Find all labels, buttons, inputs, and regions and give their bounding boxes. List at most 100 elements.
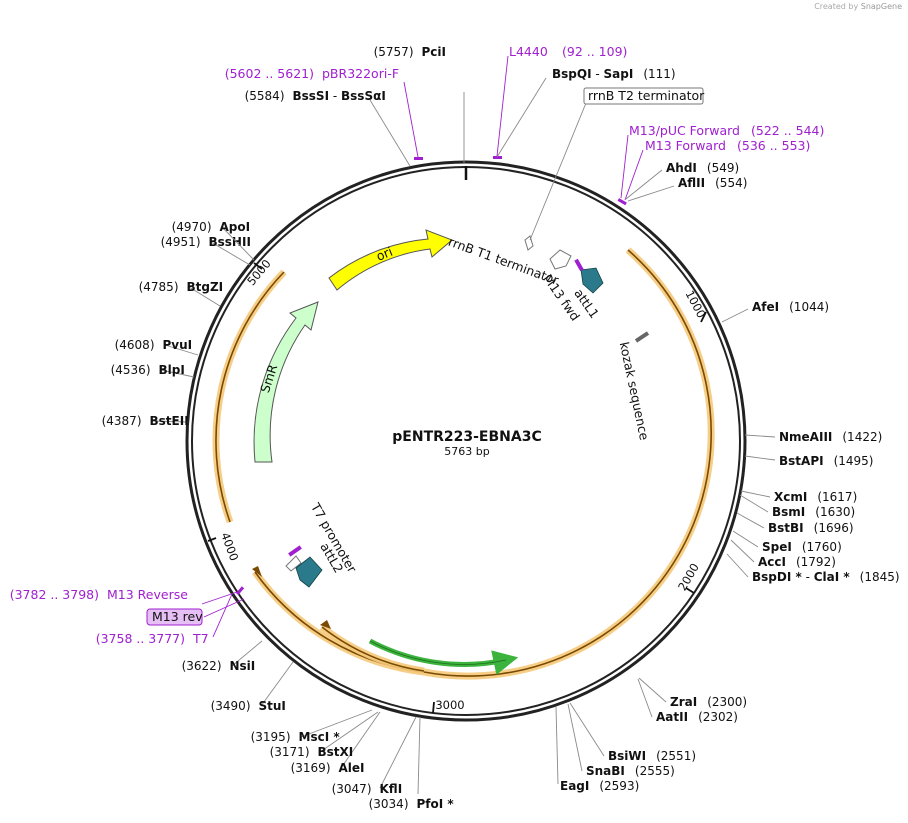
primer-m13-puc-forward[interactable]: M13/pUC Forward (522 .. 544) xyxy=(617,123,825,206)
svg-text:(92 .. 109): (92 .. 109) xyxy=(562,44,627,59)
site-label: (3195)MscI * xyxy=(251,730,341,744)
primer-m13-forward[interactable]: M13 Forward (536 .. 553) xyxy=(624,138,810,201)
site-label: AatII(2302) xyxy=(656,710,738,724)
site-bsiwi[interactable]: BsiWI(2551) xyxy=(569,702,696,763)
site-label: (4951)BssHII xyxy=(161,235,251,249)
site-label: BstAPI(1495) xyxy=(779,454,873,468)
site-label: BspQI - SapI(111) xyxy=(552,67,676,81)
backbone-outer xyxy=(185,160,747,722)
svg-text:(3758 .. 3777): (3758 .. 3777) xyxy=(96,631,185,646)
tick-label-3000: 3000 xyxy=(435,698,464,712)
site-label: XcmI(1617) xyxy=(774,490,857,504)
site-label: BsiWI(2551) xyxy=(608,749,696,763)
svg-text:M13 Reverse: M13 Reverse xyxy=(107,587,188,602)
primer-pbr322ori-f[interactable]: (5602 .. 5621) pBR322ori-F xyxy=(225,66,423,160)
svg-text:L4440: L4440 xyxy=(509,44,548,59)
rrnb-t1-terminator xyxy=(549,249,572,270)
orf-arc-inner xyxy=(319,624,425,675)
site-kfli[interactable]: (3047)KflI xyxy=(332,716,417,796)
orf-arrowhead-inner xyxy=(320,620,331,629)
site-label: AflII(554) xyxy=(678,176,747,190)
site-apoi[interactable]: (4970)ApoI xyxy=(172,220,255,261)
t7-primer-mark xyxy=(288,545,302,557)
site-xcmi[interactable]: XcmI(1617) xyxy=(740,490,857,504)
site-pfoi[interactable]: (3034)PfoI * xyxy=(369,716,455,811)
site-bspdi[interactable]: BspDI * - ClaI *(1845) xyxy=(726,553,900,584)
primer-m13-rev-box[interactable]: M13 rev xyxy=(146,598,245,626)
tick-label-1000: 1000 xyxy=(682,288,708,320)
feature-label-ori: ori xyxy=(374,244,395,264)
site-acci[interactable]: AccI(1792) xyxy=(730,539,836,569)
site-label: SpeI(1760) xyxy=(762,540,842,554)
site-snabi[interactable]: SnaBI(2555) xyxy=(567,703,675,778)
site-bsteii[interactable]: (4387)BstEII xyxy=(102,414,189,428)
site-aatii[interactable]: AatII(2302) xyxy=(637,678,738,724)
plasmid-length: 5763 bp xyxy=(444,445,489,458)
site-label: NmeAIII(1422) xyxy=(779,430,882,444)
primer-t7[interactable]: (3758 .. 3777) T7 xyxy=(96,593,233,646)
site-afei[interactable]: AfeI(1044) xyxy=(721,300,829,323)
site-bstbi[interactable]: BstBI(1696) xyxy=(736,512,854,535)
attl2-feature xyxy=(295,556,323,588)
site-bsmi[interactable]: BsmI(1630) xyxy=(739,494,855,519)
rrnb-t2-marker xyxy=(524,235,534,251)
site-label: BspDI * - ClaI *(1845) xyxy=(752,570,900,584)
site-nmeaiii[interactable]: NmeAIII(1422) xyxy=(744,430,882,444)
site-label: (3034)PfoI * xyxy=(369,797,455,811)
ori-feature xyxy=(328,229,453,291)
site-label: (4387)BstEII xyxy=(102,414,189,428)
site-label: (5757)PciI xyxy=(374,45,446,59)
svg-text:(522 .. 544): (522 .. 544) xyxy=(751,123,824,138)
site-spei[interactable]: SpeI(1760) xyxy=(732,530,842,554)
site-eagi[interactable]: EagI(2593) xyxy=(555,706,639,793)
primer-m13-reverse[interactable]: (3782 .. 3798) M13 Reverse xyxy=(10,586,245,605)
site-stui[interactable]: (3490)StuI xyxy=(211,661,294,713)
site-label: (3490)StuI xyxy=(211,699,286,713)
restriction-sites: (5757)PciI BspQI - SapI(111) AhdI(549)AflI… xyxy=(102,45,900,811)
site-ahdi[interactable]: AhdI(549) xyxy=(625,161,739,200)
site-aflii[interactable]: AflII(554) xyxy=(627,176,747,202)
site-btgzi[interactable]: (4785)BtgZI xyxy=(139,280,224,307)
svg-text:(5602 .. 5621): (5602 .. 5621) xyxy=(225,66,314,81)
attl1-feature xyxy=(580,267,604,294)
site-label: AhdI(549) xyxy=(666,161,739,175)
site-label: BstBI(1696) xyxy=(768,521,854,535)
site-bsssi[interactable]: (5584)BssSI - BssSαI xyxy=(245,89,411,167)
site-label: SnaBI(2555) xyxy=(586,764,675,778)
plasmid-name: pENTR223-EBNA3C xyxy=(392,429,541,445)
svg-text:M13 Forward: M13 Forward xyxy=(645,138,726,153)
site-alei[interactable]: (3169)AleI xyxy=(291,711,381,775)
site-bsshii[interactable]: (4951)BssHII xyxy=(161,235,251,266)
site-label: (5584)BssSI - BssSαI xyxy=(245,89,386,103)
site-bstxi[interactable]: (3171)BstXI xyxy=(270,711,379,759)
feature-label-kozak: kozak sequence xyxy=(617,341,653,442)
site-blpi[interactable]: (4536)BlpI xyxy=(111,363,195,378)
svg-text:M13 rev: M13 rev xyxy=(152,609,203,624)
credit: Created by SnapGene xyxy=(814,2,902,11)
site-label: (4785)BtgZI xyxy=(139,280,224,294)
site-pvui[interactable]: (4608)PvuI xyxy=(115,338,199,356)
credit-prefix: Created by xyxy=(814,2,859,11)
svg-text:M13/pUC Forward: M13/pUC Forward xyxy=(629,123,740,138)
site-label: EagI(2593) xyxy=(560,779,639,793)
site-label: (4608)PvuI xyxy=(115,338,193,352)
site-bstapi[interactable]: BstAPI(1495) xyxy=(744,454,873,468)
m13-fwd-primer-mark xyxy=(574,258,584,272)
feature-label-rrnb-t2: rrnB T2 terminator xyxy=(588,88,705,103)
site-zrai[interactable]: ZraI(2300) xyxy=(638,677,747,709)
site-label: AccI(1792) xyxy=(758,555,836,569)
site-label: (4536)BlpI xyxy=(111,363,185,377)
site-label: BsmI(1630) xyxy=(772,505,855,519)
site-label: (4970)ApoI xyxy=(172,220,251,234)
site-pcii[interactable]: (5757)PciI xyxy=(374,45,465,163)
site-nsii[interactable]: (3622)NsiI xyxy=(182,640,263,673)
primer-l4440[interactable]: L4440 (92 .. 109) xyxy=(493,44,627,159)
orf-arrowhead-lower xyxy=(252,566,262,577)
site-bspqi[interactable]: BspQI - SapI(111) xyxy=(496,67,676,158)
svg-text:(3782 .. 3798): (3782 .. 3798) xyxy=(10,587,99,602)
site-label: AfeI(1044) xyxy=(752,300,829,314)
svg-text:pBR322ori-F: pBR322ori-F xyxy=(322,66,399,81)
site-msci[interactable]: (3195)MscI * xyxy=(251,709,373,744)
tick-label-4000: 4000 xyxy=(218,530,241,562)
